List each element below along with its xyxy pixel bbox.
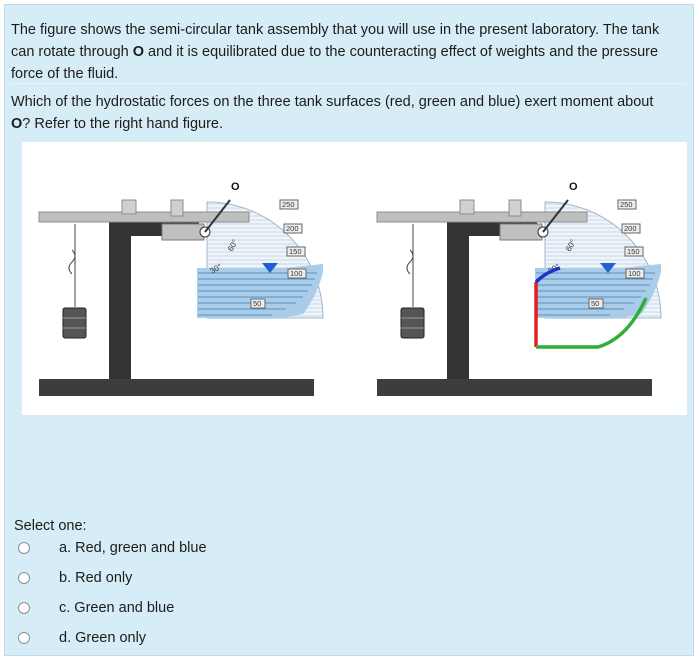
svg-text:250: 250 xyxy=(282,200,295,209)
tank-figure-svg: O 30° 60° 250 200 150 xyxy=(38,181,662,396)
hanger-hook xyxy=(68,249,76,275)
question-prompt: Which of the hydrostatic forces on the t… xyxy=(11,94,654,132)
base-plate xyxy=(377,379,652,396)
svg-text:200: 200 xyxy=(286,224,299,233)
svg-text:100: 100 xyxy=(628,269,641,278)
divider xyxy=(11,83,687,84)
svg-text:100: 100 xyxy=(290,269,303,278)
tank-figure: O 30° 60° 250 200 150 xyxy=(22,142,687,415)
scale-tags: 250 200 150 100 50 xyxy=(588,199,645,309)
weight-stack xyxy=(62,307,87,339)
beam-block xyxy=(170,199,184,217)
blue-surface xyxy=(534,266,561,284)
green-surface xyxy=(536,297,648,349)
hanger-hook xyxy=(406,249,414,275)
svg-text:50: 50 xyxy=(591,299,599,308)
pivot-o-label: O xyxy=(11,116,23,132)
scale-tags: 250 200 150 100 50 xyxy=(250,199,307,309)
pivot-o-label: O xyxy=(132,44,145,60)
question-panel: The figure shows the semi-circular tank … xyxy=(4,4,694,656)
svg-text:150: 150 xyxy=(627,247,640,256)
pivot-label: O xyxy=(231,181,240,193)
radio-button[interactable] xyxy=(18,542,30,554)
pivot-label: O xyxy=(569,181,578,193)
option-b[interactable]: b. Red only xyxy=(18,567,132,589)
svg-text:250: 250 xyxy=(620,200,633,209)
radio-button[interactable] xyxy=(18,632,30,644)
water-level-marker xyxy=(262,263,278,273)
beam-block xyxy=(508,199,522,217)
option-label: b. Red only xyxy=(59,570,133,586)
water-lines xyxy=(198,272,317,316)
select-one-label: Select one: xyxy=(14,518,87,534)
right-tank-assembly: O 30° 60° 250 200 150 100 xyxy=(376,181,662,396)
left-tank-assembly: O 30° 60° 250 200 150 xyxy=(38,181,324,396)
beam-block xyxy=(459,199,475,215)
option-label: d. Green only xyxy=(59,630,147,646)
water-level-marker xyxy=(600,263,616,273)
svg-text:200: 200 xyxy=(624,224,637,233)
balance-beam xyxy=(38,211,250,223)
balance-beam xyxy=(376,211,588,223)
pivot-pointer xyxy=(204,199,231,233)
base-plate xyxy=(39,379,314,396)
radio-button[interactable] xyxy=(18,602,30,614)
option-d[interactable]: d. Green only xyxy=(18,627,146,649)
option-c[interactable]: c. Green and blue xyxy=(18,597,174,619)
stand-column xyxy=(109,222,131,379)
water-lines xyxy=(536,272,655,316)
beam-block xyxy=(121,199,137,215)
option-label: a. Red, green and blue xyxy=(59,540,207,556)
stand-column xyxy=(447,222,469,379)
option-a[interactable]: a. Red, green and blue xyxy=(18,537,207,559)
svg-text:150: 150 xyxy=(289,247,302,256)
radio-button[interactable] xyxy=(18,572,30,584)
weight-stack xyxy=(400,307,425,339)
pivot-housing xyxy=(161,223,205,241)
question-intro: The figure shows the semi-circular tank … xyxy=(11,22,660,82)
option-label: c. Green and blue xyxy=(59,600,175,616)
pivot-pointer xyxy=(542,199,569,233)
pivot-housing xyxy=(499,223,543,241)
svg-text:50: 50 xyxy=(253,299,261,308)
